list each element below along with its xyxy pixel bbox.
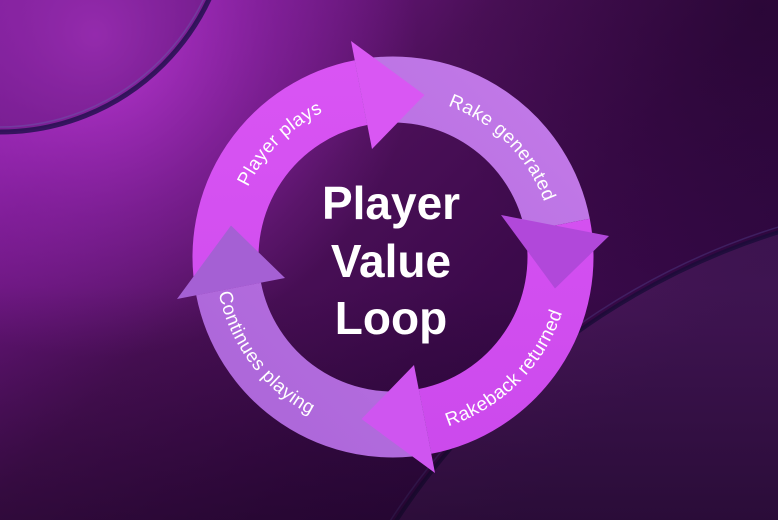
loop-arrowheads xyxy=(177,41,609,473)
loop-title-line-3: Loop xyxy=(335,292,447,344)
arrowhead-top-icon xyxy=(351,41,425,149)
loop-title-line-2: Value xyxy=(331,235,451,287)
arrowhead-right-icon xyxy=(501,215,609,289)
loop-title: Player Value Loop xyxy=(322,177,460,344)
loop-title-line-1: Player xyxy=(322,177,460,229)
arrowhead-left-icon xyxy=(177,225,285,299)
arrowhead-bottom-icon xyxy=(361,365,435,473)
